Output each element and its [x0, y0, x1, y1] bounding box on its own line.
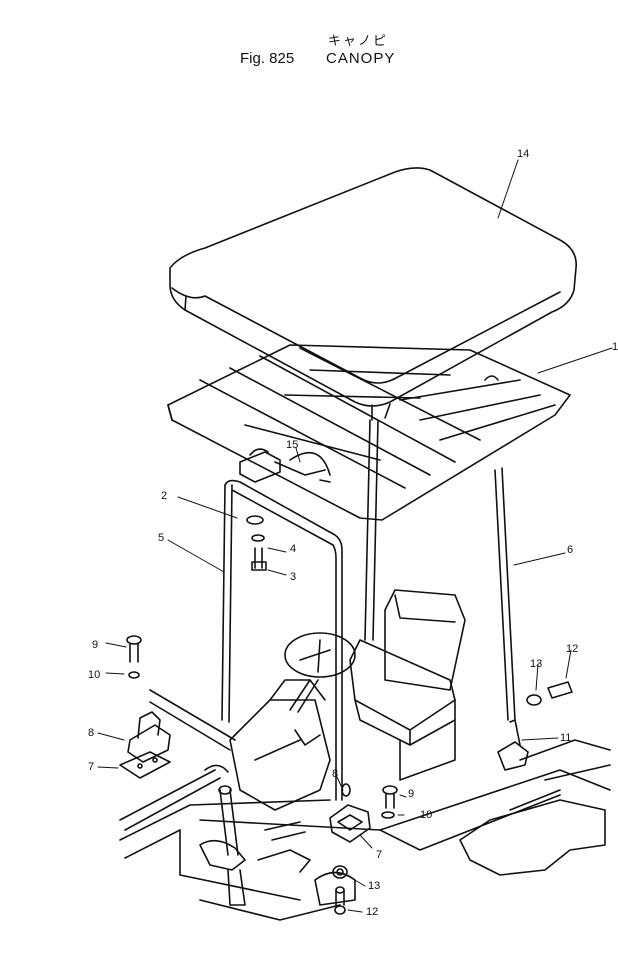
callout-6: 6	[567, 544, 573, 556]
callout-10-center: 10	[420, 809, 432, 821]
figure-title: CANOPY	[326, 50, 396, 67]
upper-mount-bracket	[239, 448, 326, 483]
callout-12-right: 12	[566, 643, 578, 655]
callout-14: 14	[517, 148, 529, 160]
callout-8-center: 8	[332, 768, 338, 780]
callout-5: 5	[158, 532, 164, 544]
lower-levers	[199, 785, 356, 906]
wire-harness	[289, 451, 331, 483]
figure-title-japanese: キャノピ	[328, 34, 389, 49]
callout-13-right: 13	[530, 658, 542, 670]
roof-frame	[167, 344, 571, 521]
tractor-chassis	[119, 739, 611, 921]
callout-10-left: 10	[88, 669, 100, 681]
callout-11: 11	[560, 732, 571, 744]
right-post	[494, 467, 516, 721]
canopy-roof	[169, 167, 577, 421]
left-front-post	[221, 479, 343, 801]
rear-post	[364, 419, 379, 641]
dash-console	[229, 679, 331, 811]
callout-9-center: 9	[408, 788, 414, 800]
callout-12-center: 12	[366, 906, 378, 918]
callout-13-center: 13	[368, 880, 380, 892]
callout-3: 3	[290, 571, 296, 583]
leader-lines	[97, 159, 613, 913]
left-bolt-set	[126, 635, 142, 679]
callout-7-center: 7	[376, 849, 382, 861]
right-bolt-set	[526, 681, 573, 706]
center-bolt-set	[381, 785, 398, 819]
callout-4: 4	[290, 543, 296, 555]
right-post-foot	[497, 719, 529, 771]
control-rods	[119, 689, 236, 831]
left-mount-base	[119, 711, 171, 779]
figure-number: Fig. 825	[240, 50, 295, 67]
callout-8-left: 8	[88, 727, 94, 739]
lower-center-bolt-set	[332, 865, 348, 915]
callout-15: 15	[286, 439, 298, 451]
operator-seat	[349, 589, 466, 781]
callout-1: 1	[612, 341, 618, 353]
callout-7-left: 7	[88, 761, 94, 773]
upper-hardware	[246, 515, 267, 571]
callout-9-left: 9	[92, 639, 98, 651]
steering-wheel	[284, 632, 356, 713]
callout-2: 2	[161, 490, 167, 502]
